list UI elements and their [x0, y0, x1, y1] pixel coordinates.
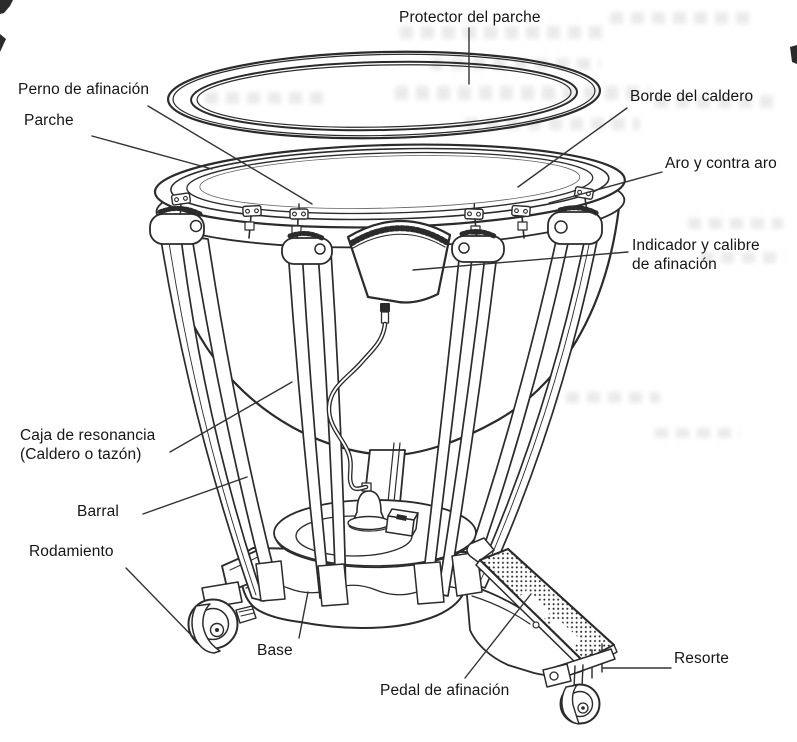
label-borde-del-caldero: Borde del caldero	[630, 88, 754, 105]
rim-and-head	[153, 143, 626, 249]
label-pedal-de-afinacion: Pedal de afinación	[380, 682, 510, 699]
label-caja-de-resonancia: Caja de resonancia (Caldero o tazón)	[20, 427, 156, 463]
label-parche: Parche	[24, 112, 74, 129]
kettle-bowl	[159, 205, 621, 504]
left-caster-wheel	[187, 581, 257, 654]
label-indicador-y-calibre: Indicador y calibre de afinación	[632, 237, 760, 273]
label-rodamiento: Rodamiento	[29, 543, 114, 560]
label-base: Base	[257, 642, 293, 659]
label-perno-de-afinacion: Perno de afinación	[18, 81, 150, 98]
head-protector-ring	[166, 50, 602, 140]
scan-artifacts	[0, 0, 797, 64]
strut-pockets	[255, 551, 483, 607]
label-barral: Barral	[77, 503, 119, 520]
strut-brackets	[149, 205, 603, 265]
right-caster-wheel	[542, 663, 601, 725]
leader-lines	[91, 27, 672, 679]
base-pedestal	[221, 547, 585, 677]
label-aro-y-contra-aro: Aro y contra aro	[665, 155, 777, 172]
label-protector-del-parche: Protector del parche	[399, 9, 541, 26]
tension-lugs	[170, 186, 595, 243]
struts	[159, 227, 600, 606]
cable-connector	[347, 482, 419, 537]
gauge-cable	[326, 321, 388, 492]
label-resorte: Resorte	[674, 650, 729, 667]
tuning-gauge-indicator	[346, 219, 452, 324]
tuning-pedal	[466, 537, 618, 682]
